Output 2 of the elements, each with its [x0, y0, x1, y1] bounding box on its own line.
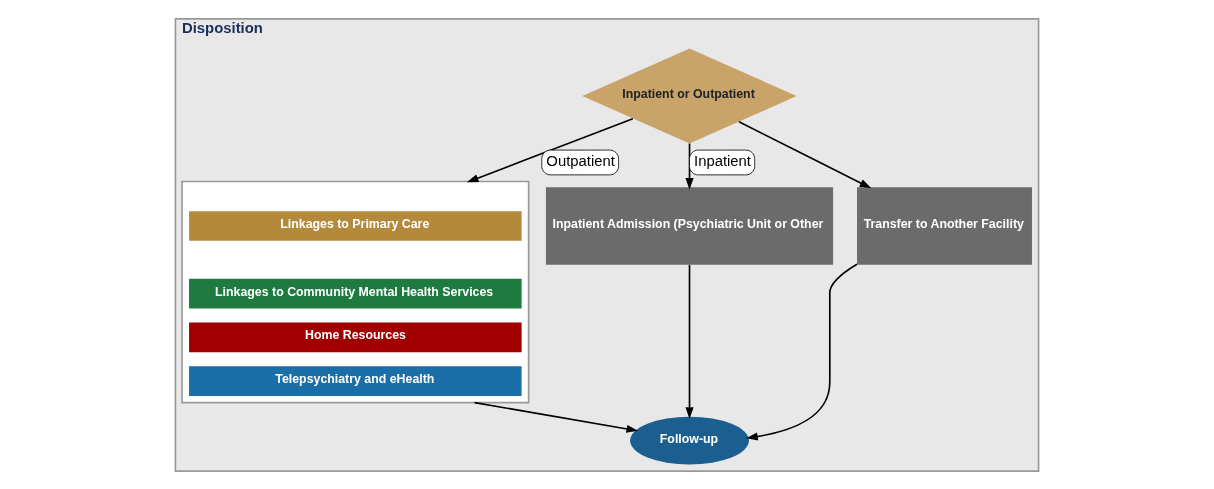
edge-label: Outpatient — [546, 152, 615, 169]
edge-label: Inpatient — [694, 152, 752, 169]
